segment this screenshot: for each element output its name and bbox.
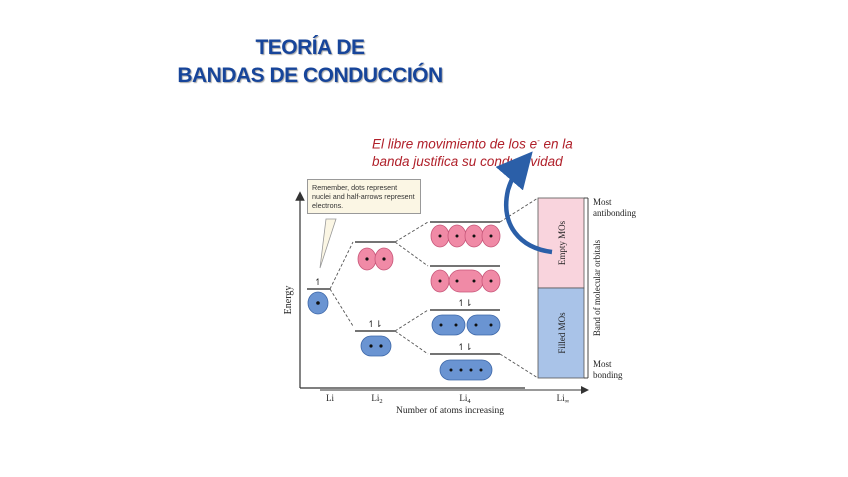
title-line-1: TEORÍA DE xyxy=(255,36,365,59)
connector-li-li2-up xyxy=(329,241,354,290)
li4-mo2-nucleus-2 xyxy=(454,323,458,327)
column-label-li4: Li4 xyxy=(459,393,471,405)
connector-li2-li4-4 xyxy=(394,330,429,355)
li4-mo3-nucleus-4 xyxy=(489,279,493,283)
caption-superscript: - xyxy=(537,136,540,145)
li4-mo2-nucleus-1 xyxy=(439,323,443,327)
connector-li2-li4-3 xyxy=(394,309,429,332)
li4-sub: 4 xyxy=(467,398,471,405)
li2-ab-nucleus-1 xyxy=(365,257,369,261)
li4-mo4-nucleus-4 xyxy=(489,234,493,238)
curved-arrow xyxy=(495,151,553,255)
band-filled xyxy=(537,287,585,379)
connector-li-li2-down xyxy=(329,288,354,327)
band-bottom-label-2: bonding xyxy=(593,370,623,380)
li4-mo1-electrons: ↿⇂ xyxy=(457,342,472,352)
li4-mo1-nucleus-4 xyxy=(479,368,483,372)
li2-bonding-electrons: ↿⇂ xyxy=(367,319,382,329)
column-label-liinf: Li∞ xyxy=(557,393,570,405)
band-side-label: Band of molecular orbitals xyxy=(592,239,602,336)
title-line-2: BANDAS DE CONDUCCIÓN xyxy=(177,64,443,87)
li2-ab-nucleus-2 xyxy=(382,257,386,261)
li4-mo1-orbital xyxy=(439,359,493,381)
li4-mo2-nucleus-4 xyxy=(489,323,493,327)
connector-li4-band-bottom xyxy=(499,353,539,379)
callout-pointer xyxy=(319,218,337,269)
li4-mo1-nucleus-2 xyxy=(459,368,463,372)
band-top-label-1: Most xyxy=(593,197,612,207)
li4-mo2-lobe-left xyxy=(431,314,466,336)
li4-mo2-nucleus-3 xyxy=(474,323,478,327)
column-label-li: Li xyxy=(326,393,334,403)
li4-mo4-nucleus-3 xyxy=(472,234,476,238)
li-electron: ↿ xyxy=(314,277,322,287)
li4-mo3-lobe-mid xyxy=(448,269,484,293)
li2-bonding-orbital xyxy=(360,335,392,357)
li4-mo2-lobe-right xyxy=(466,314,501,336)
band-empty-label: Empty MOs xyxy=(557,220,567,265)
callout-note: Remember, dots represent nuclei and half… xyxy=(307,179,421,214)
liinf-sub: ∞ xyxy=(565,398,570,405)
band-bottom-label-1: Most xyxy=(593,359,612,369)
y-axis-label: Energy xyxy=(283,286,294,315)
column-label-li2: Li2 xyxy=(371,393,382,405)
connector-li2-li4-1 xyxy=(394,221,429,243)
li4-mo1-nucleus-1 xyxy=(449,368,453,372)
li4-base: Li xyxy=(459,393,467,403)
liinf-base: Li xyxy=(557,393,565,403)
li4-mo4-nucleus-2 xyxy=(455,234,459,238)
li2-b-nucleus-1 xyxy=(369,344,373,348)
li2-base: Li xyxy=(371,393,379,403)
band-empty xyxy=(537,197,585,289)
x-axis-label: Number of atoms increasing xyxy=(396,405,504,416)
caption-part-1: El libre movimiento de los e xyxy=(372,136,538,152)
li4-mo3-nucleus-1 xyxy=(438,279,442,283)
li4-mo2-electrons: ↿⇂ xyxy=(457,298,472,308)
li4-mo3-nucleus-3 xyxy=(472,279,476,283)
li-nucleus xyxy=(316,301,320,305)
li2-sub: 2 xyxy=(379,398,382,405)
caption-part-2: en la xyxy=(539,136,573,152)
li4-mo1-nucleus-3 xyxy=(469,368,473,372)
band-top-label-2: antibonding xyxy=(593,208,636,218)
page-title: TEORÍA DE BANDAS DE CONDUCCIÓN xyxy=(150,34,470,90)
li4-mo4-nucleus-1 xyxy=(438,234,442,238)
li4-mo3-nucleus-2 xyxy=(455,279,459,283)
connector-li2-li4-2 xyxy=(394,241,429,267)
li2-b-nucleus-2 xyxy=(379,344,383,348)
band-filled-label: Filled MOs xyxy=(557,312,567,354)
